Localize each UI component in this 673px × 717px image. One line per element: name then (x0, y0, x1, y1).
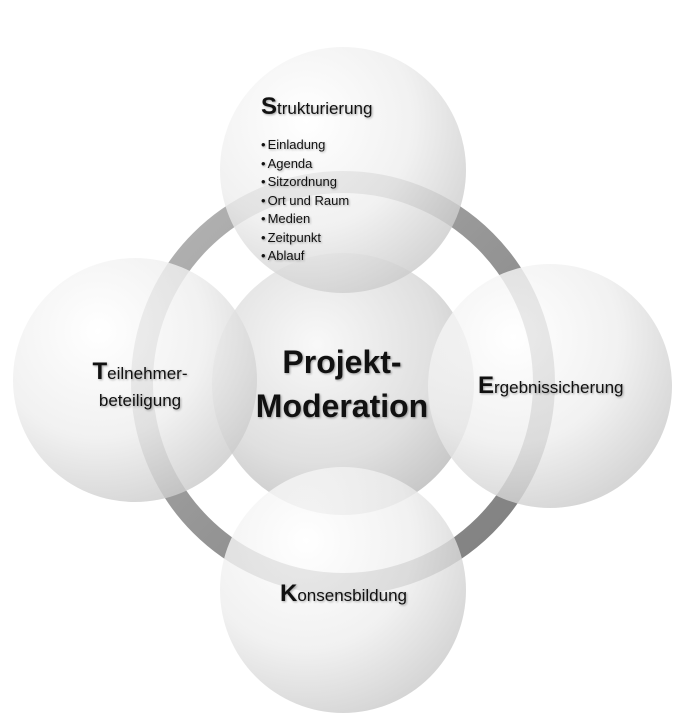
left-title-initial: T (92, 358, 108, 385)
right-circle (428, 264, 672, 508)
right-title-initial: E (478, 372, 495, 399)
center-title-line1: Projekt- (282, 344, 402, 380)
center-circle (212, 253, 474, 515)
list-item: Ort und Raum (261, 192, 350, 211)
left-title-line1: Teilnehmer- (70, 359, 210, 388)
list-item: Einladung (261, 136, 349, 155)
top-circle-title: Strukturierung (261, 93, 372, 121)
left-circle-title: Teilnehmer- beteiligung (70, 359, 210, 414)
bottom-circle (220, 467, 466, 713)
top-title-rest: trukturierung (277, 99, 373, 118)
left-circle (13, 258, 257, 502)
bottom-title-rest: onsensbildung (297, 586, 407, 605)
list-item: Zeitpunkt (261, 229, 349, 248)
center-title-line2: Moderation (255, 388, 429, 424)
bottom-title-initial: K (280, 580, 298, 607)
top-title-initial: S (261, 93, 278, 120)
list-item: Sitzordnung (261, 173, 349, 192)
list-item: Ablauf (261, 247, 349, 266)
center-title: Projekt- Moderation (232, 340, 452, 428)
left-title-line2: beteiligung (98, 391, 182, 410)
right-circle-title: Ergebnissicherung (478, 372, 623, 400)
top-circle-bullet-list: Einladung Agenda Sitzordnung Ort und Rau… (261, 136, 350, 266)
list-item: Agenda (261, 155, 349, 174)
list-item: Medien (261, 210, 349, 229)
bottom-circle-title: Konsensbildung (280, 580, 407, 608)
right-title-rest: rgebnissicherung (494, 378, 624, 397)
left-title-rest: eilnehmer- (107, 364, 188, 383)
